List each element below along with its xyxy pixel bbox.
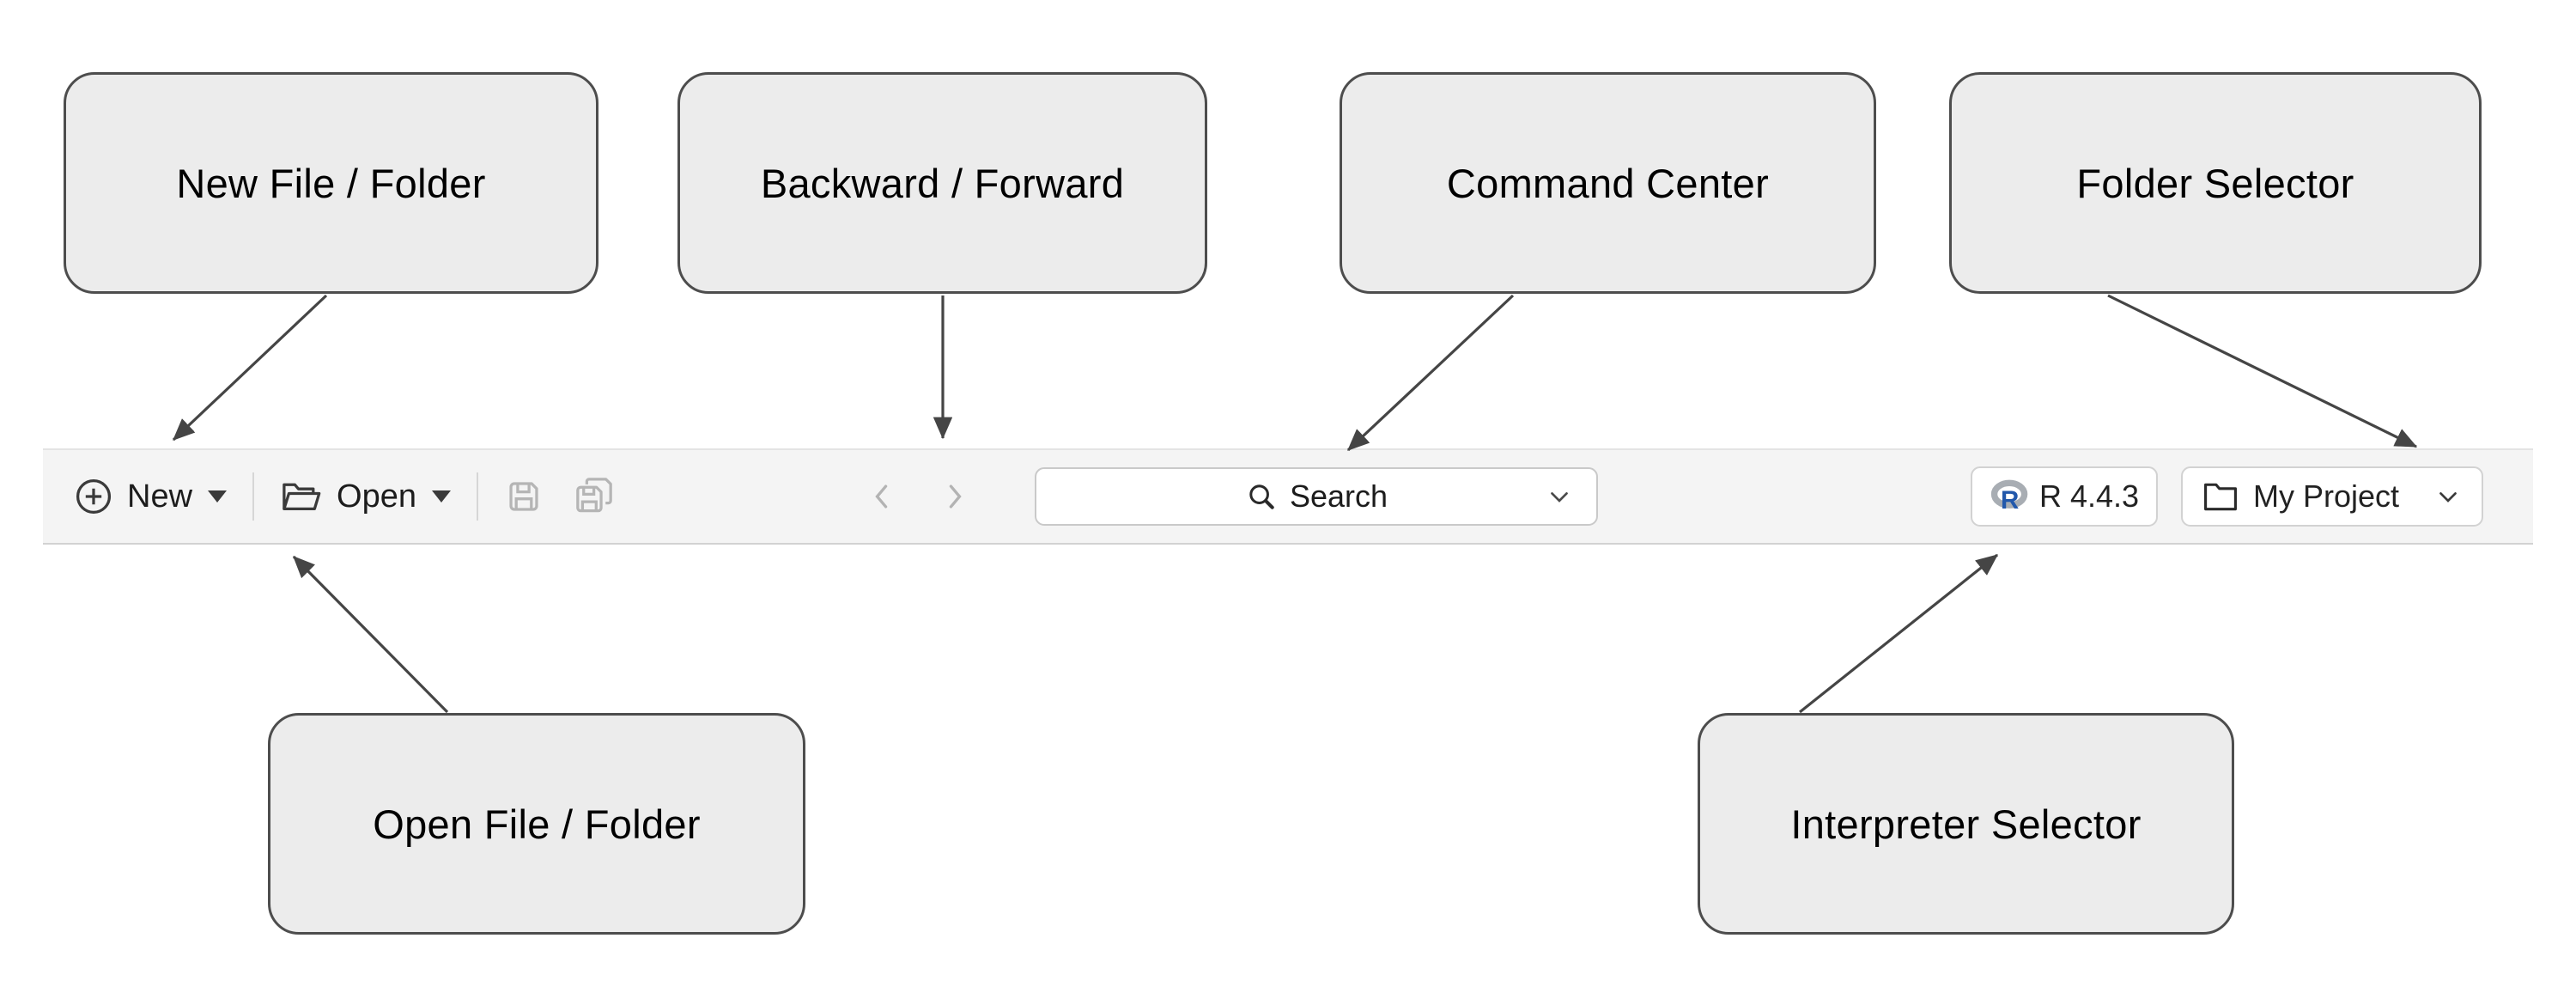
chevron-left-icon (875, 484, 888, 509)
open-button[interactable]: Open (280, 477, 451, 516)
folder-open-icon (283, 483, 321, 511)
new-button-label: New (127, 478, 193, 515)
caret-down-icon (208, 490, 228, 503)
new-button[interactable]: New (74, 477, 228, 516)
interpreter-label: R 4.4.3 (2038, 478, 2140, 514)
callout-label: Interpreter Selector (1790, 801, 2142, 847)
callout-label: New File / Folder (176, 160, 486, 206)
r-logo-icon: R (1990, 479, 2028, 515)
plus-circle-icon (76, 478, 112, 515)
toolbar-divider (477, 472, 478, 521)
arrow-open-file-folder (292, 555, 449, 714)
arrow-folder-selector (2107, 294, 2418, 448)
arrow-command-center (1346, 294, 1515, 452)
callout-backward-forward: Backward / Forward (677, 72, 1207, 294)
save-icon (509, 482, 538, 511)
chevron-down-icon (2433, 482, 2463, 511)
callout-label: Command Center (1446, 160, 1770, 206)
callout-label: Backward / Forward (760, 160, 1125, 206)
save-all-icon (576, 478, 612, 513)
toolbar: New Open (43, 448, 2533, 545)
search-label: Search (1289, 478, 1388, 514)
callout-command-center: Command Center (1340, 72, 1876, 294)
save-button[interactable] (504, 477, 544, 516)
caret-down-icon (432, 490, 451, 503)
arrow-interpreter-selector (1799, 553, 1999, 714)
folder-selector-button[interactable]: My Project (2181, 466, 2483, 527)
callout-folder-selector: Folder Selector (1949, 72, 2482, 294)
callout-interpreter-selector: Interpreter Selector (1698, 713, 2234, 935)
toolbar-left-group: New Open (43, 472, 616, 521)
chevron-right-icon (949, 484, 962, 509)
callout-new-file-folder: New File / Folder (64, 72, 598, 294)
folder-icon (2204, 483, 2237, 511)
open-button-label: Open (337, 478, 416, 515)
forward-button[interactable] (936, 478, 974, 515)
svg-text:R: R (2001, 486, 2019, 515)
toolbar-divider (252, 472, 255, 521)
search-icon (1249, 484, 1274, 509)
back-button[interactable] (863, 478, 901, 515)
callout-open-file-folder: Open File / Folder (268, 713, 805, 935)
interpreter-selector-button[interactable]: R R 4.4.3 (1971, 466, 2158, 527)
callout-label: Open File / Folder (373, 801, 701, 847)
save-all-button[interactable] (573, 477, 616, 516)
command-center-search-button[interactable]: Search (1035, 467, 1598, 526)
callout-label: Folder Selector (2076, 160, 2354, 206)
arrow-new-file-folder (172, 294, 328, 442)
project-label: My Project (2253, 478, 2400, 514)
chevron-down-icon (1545, 482, 1574, 511)
